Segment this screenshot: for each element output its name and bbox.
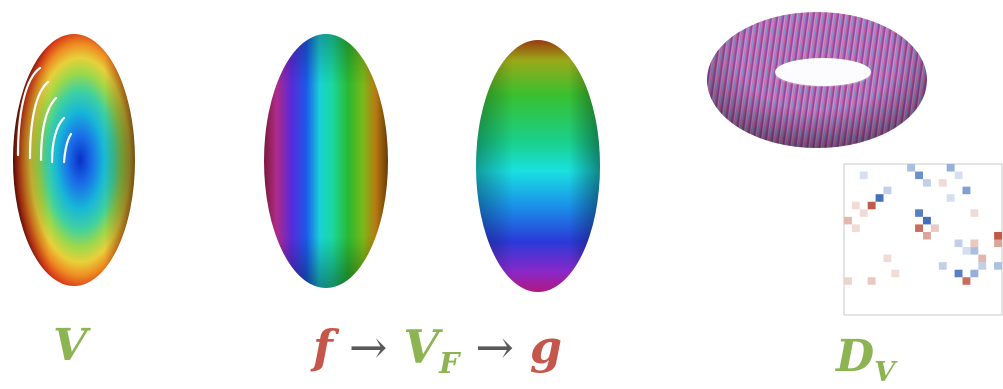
matrix-dv [843,163,1003,316]
matrix-cell [970,269,979,278]
matrix-cell [946,164,955,172]
matrix-cell [907,164,916,172]
matrix-cell [962,186,971,195]
label-dv: DV [836,331,896,388]
matrix-cell [859,171,868,180]
arrow-icon: → [475,320,514,374]
matrix-cell [915,209,923,217]
matrix-cell [994,239,1002,248]
ellipsoid-g [476,40,600,292]
matrix-cell [946,194,955,202]
matrix-cell [962,247,971,255]
matrix-cell [978,262,987,270]
matrix-cell [844,216,852,225]
matrix-cell [867,201,876,210]
matrix-cell [954,239,963,248]
matrix-cell [954,171,963,180]
ellipsoid-v [13,34,135,286]
matrix-cell [844,277,852,285]
matrix-cell [891,269,900,278]
streamlines [16,66,73,164]
matrix-cell [915,224,923,232]
symbol-f: f [313,320,333,374]
matrix-cell [930,224,939,232]
matrix-cell [859,209,868,217]
ellipsoid-f [264,34,388,288]
matrix-cell [994,262,1002,270]
matrix-cell [970,247,979,255]
matrix-cell [970,239,979,248]
matrix-cell [915,171,923,180]
matrix-cell [923,231,931,240]
matrix-cell [875,194,884,202]
matrix-cell [851,224,860,232]
matrix-cell [978,254,987,263]
matrix-cell [994,231,1002,240]
matrix-cell [938,262,947,270]
matrix-cell [883,254,892,263]
matrix-cell [970,209,979,217]
matrix-cell [962,277,971,285]
arrow-icon: → [348,320,388,374]
matrix-cell [883,186,892,195]
matrix-cell [851,201,860,210]
matrix-cell [923,179,931,187]
matrix-cell [954,269,963,278]
matrix-cell [867,277,876,285]
symbol-g: g [529,320,563,374]
torus [705,8,930,153]
label-pipeline: f → VF → g [313,324,562,377]
symbol-vf: VF [403,320,460,380]
matrix-cell [923,216,931,225]
matrix-cell [938,179,947,187]
label-v: V [53,320,88,371]
